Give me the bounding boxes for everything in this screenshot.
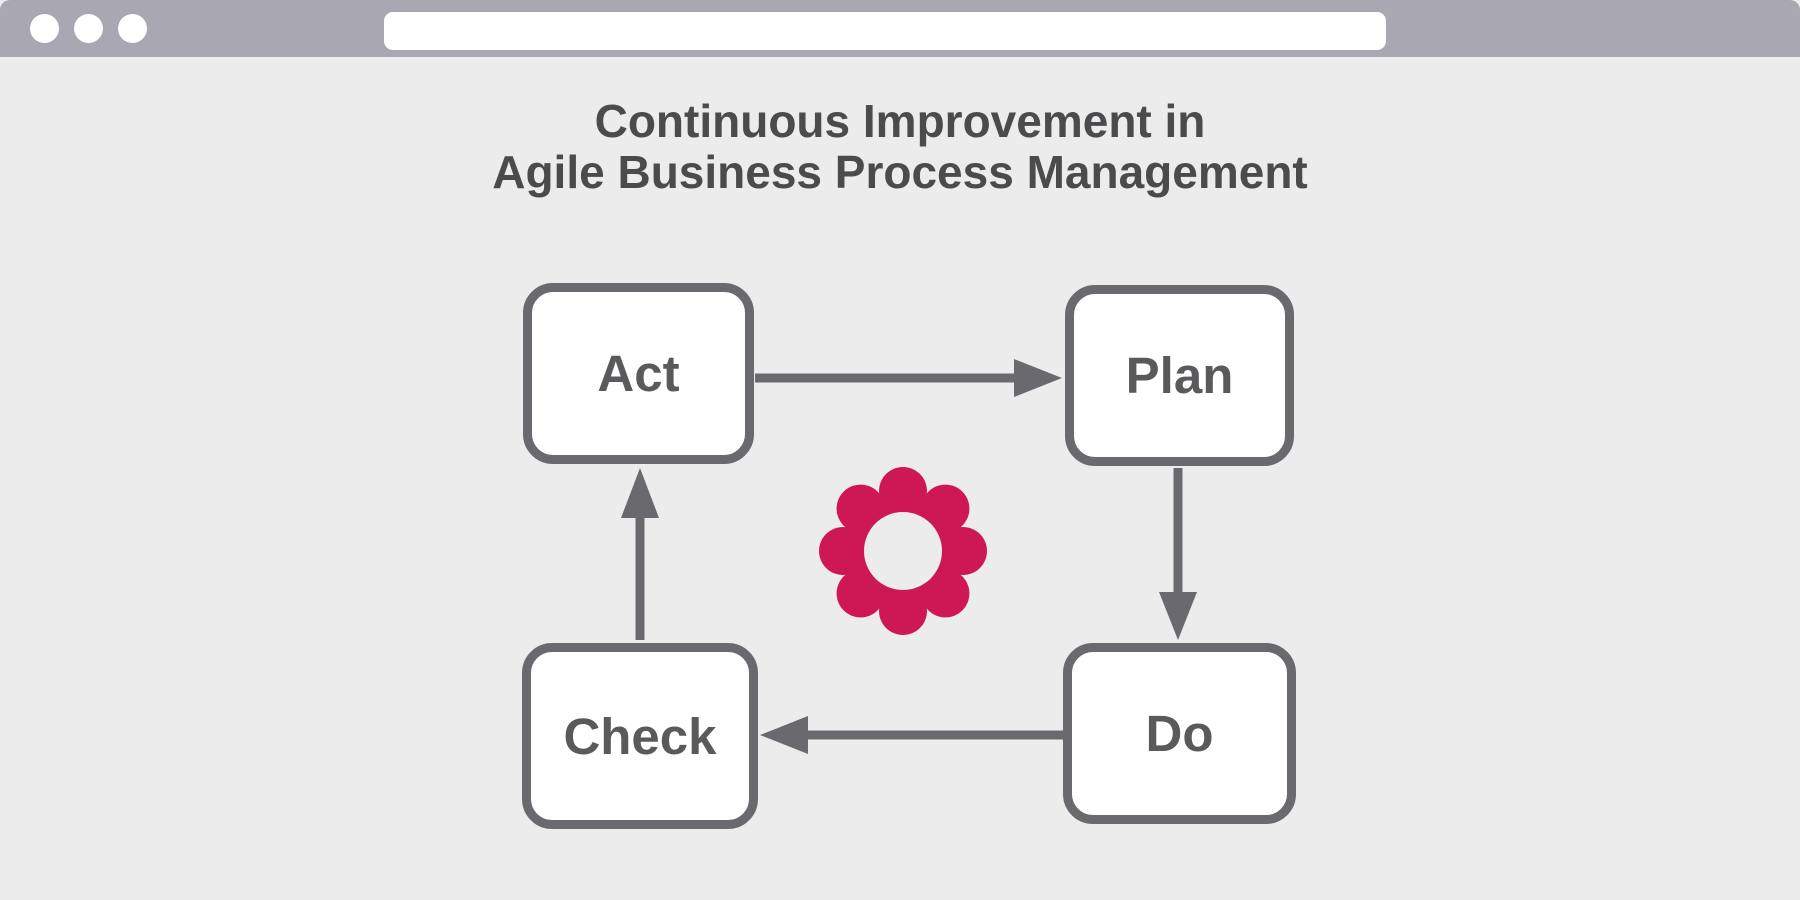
address-bar[interactable] <box>384 12 1386 50</box>
node-do: Do <box>1063 643 1296 824</box>
arrowhead-down-icon <box>1159 592 1197 640</box>
arrowhead-left-icon <box>760 716 808 754</box>
arrow-check-to-act <box>621 468 659 640</box>
node-act: Act <box>523 283 754 464</box>
window-control-dot[interactable] <box>30 14 59 43</box>
arrowhead-right-icon <box>1014 359 1062 397</box>
page-title-line1: Continuous Improvement in <box>594 95 1206 147</box>
flower-icon <box>819 467 987 635</box>
node-check-label: Check <box>563 707 717 765</box>
window-controls <box>30 14 147 43</box>
arrowhead-up-icon <box>621 468 659 518</box>
arrow-plan-to-do <box>1159 468 1197 640</box>
page-title: Continuous Improvement in Agile Business… <box>0 96 1800 198</box>
page-title-line2: Agile Business Process Management <box>492 146 1308 198</box>
browser-titlebar <box>0 0 1800 57</box>
node-plan-label: Plan <box>1125 347 1234 404</box>
node-plan: Plan <box>1065 285 1294 466</box>
window-control-dot[interactable] <box>74 14 103 43</box>
node-do-label: Do <box>1145 705 1214 762</box>
arrow-act-to-plan <box>755 359 1062 397</box>
arrow-do-to-check <box>760 716 1065 754</box>
window-control-dot[interactable] <box>118 14 147 43</box>
node-act-label: Act <box>597 345 680 402</box>
flower-center-hole <box>864 512 942 590</box>
node-check: Check <box>522 643 758 829</box>
